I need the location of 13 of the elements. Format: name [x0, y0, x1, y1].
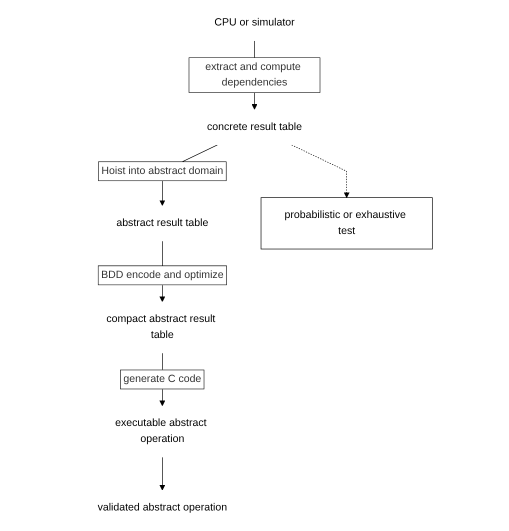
node-text: CPU or simulator — [214, 17, 295, 28]
arrow — [159, 456, 166, 490]
node-box: probabilistic or exhaustive test — [260, 197, 433, 250]
node-text: validated abstract operation — [98, 502, 228, 514]
node-text: executable abstract operation — [115, 418, 207, 445]
arrow — [291, 144, 350, 198]
node-text: compact abstract result table — [106, 314, 216, 341]
node-text: concrete result table — [207, 121, 302, 132]
edge-label: BDD encode and optimize — [101, 269, 224, 281]
edge-label: Hoist into abstract domain — [101, 165, 224, 177]
edge-label: extract and compute dependencies — [205, 61, 301, 88]
edge-label: generate C code — [123, 374, 202, 385]
node-text: abstract result table — [116, 217, 208, 229]
